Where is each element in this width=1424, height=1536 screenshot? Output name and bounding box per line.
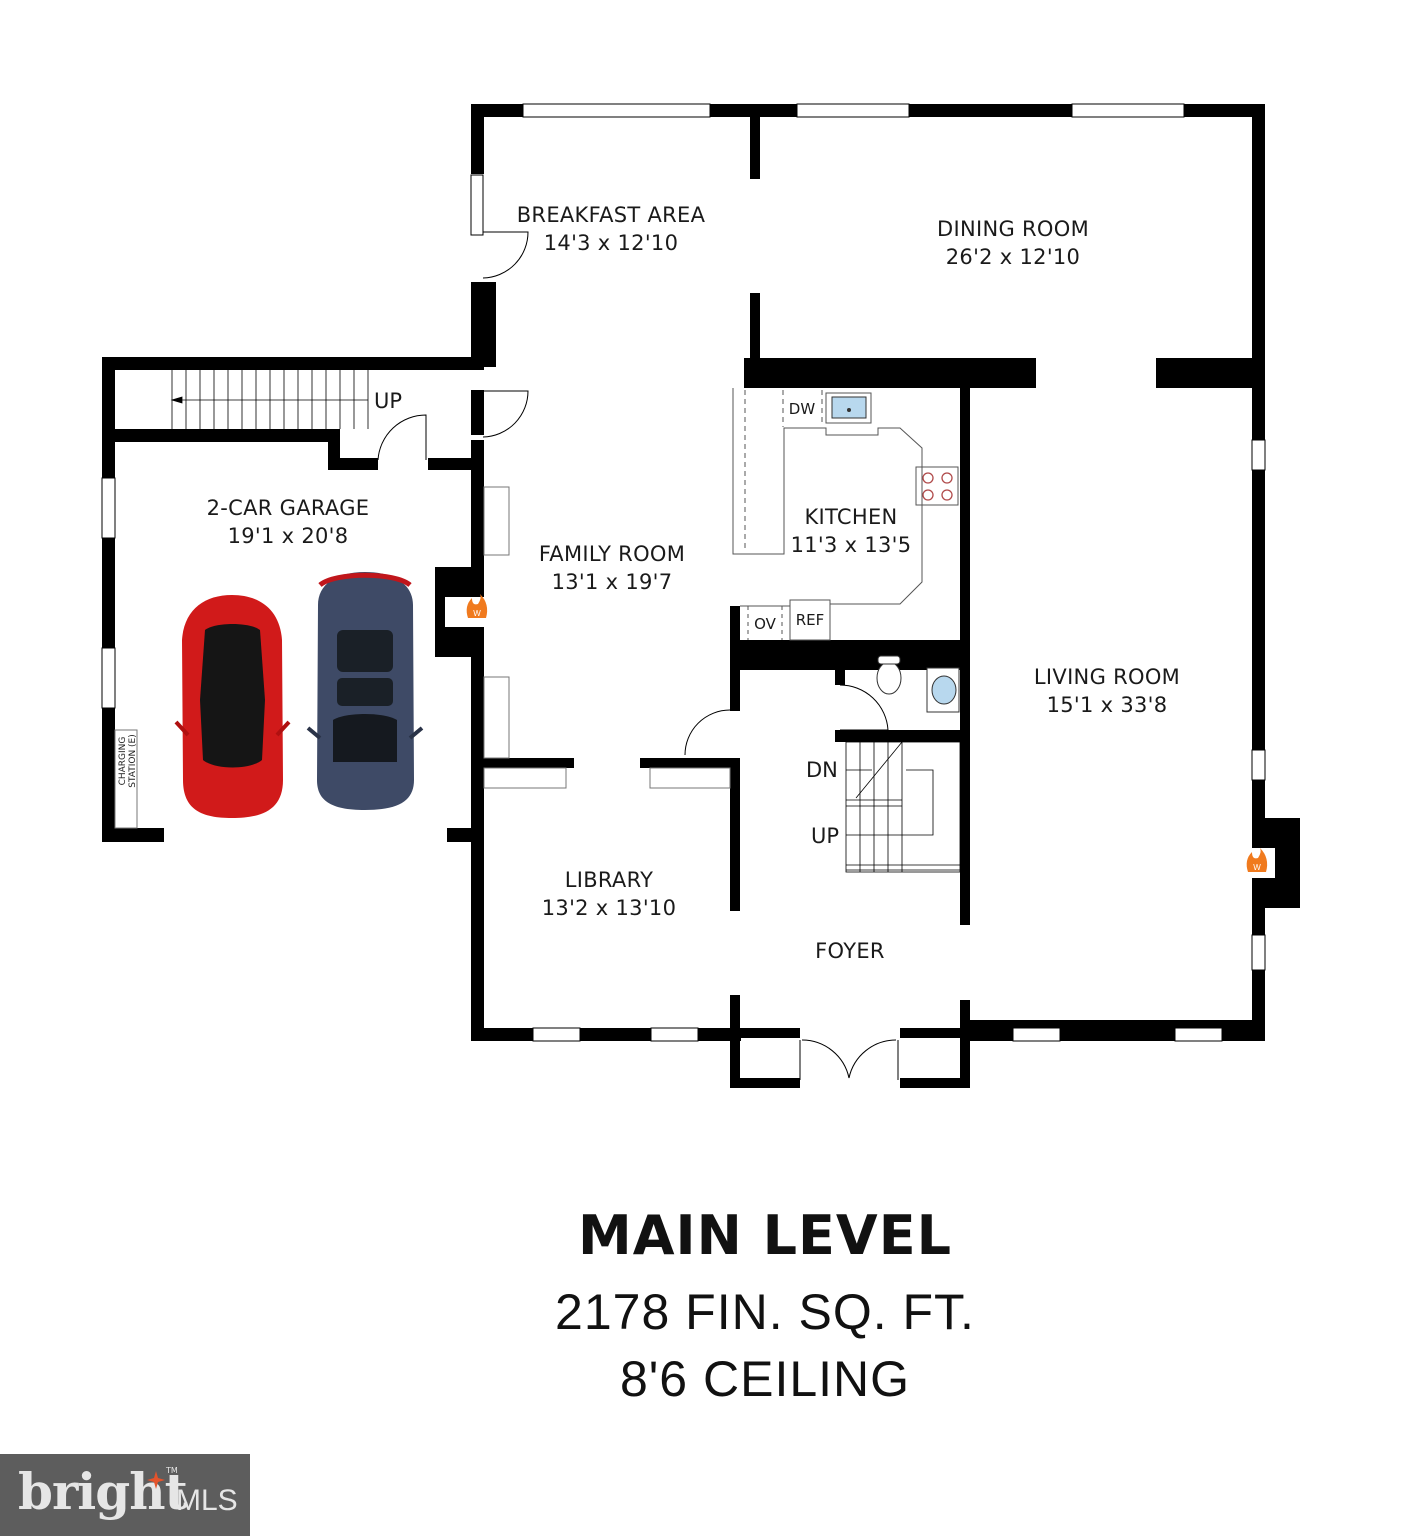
walls — [102, 104, 1300, 1088]
bright-mls-logo: bright TM MLS — [0, 1454, 250, 1536]
level-title: MAIN LEVEL — [578, 1204, 952, 1267]
ceiling-height: 8'6 CEILING — [619, 1351, 911, 1407]
logo-star-icon — [147, 1471, 165, 1489]
room-label-family-room: FAMILY ROOM 13'1 x 19'7 — [539, 540, 685, 596]
room-dims: 19'1 x 20'8 — [227, 524, 349, 548]
windows — [101, 103, 1266, 1042]
logo-trademark: TM — [166, 1466, 178, 1475]
stairs-down-label: DN — [806, 758, 838, 782]
room-label-living-room: LIVING ROOM 15'1 x 33'8 — [1034, 663, 1180, 719]
room-dims: 13'2 x 13'10 — [541, 896, 677, 920]
room-label-library: LIBRARY 13'2 x 13'10 — [542, 866, 676, 922]
room-name: FOYER — [815, 939, 885, 963]
room-dims: 26'2 x 12'10 — [945, 245, 1081, 269]
logo-wordmark: bright — [18, 1462, 188, 1521]
fireplace-icon: W — [1240, 848, 1275, 878]
room-name: LIVING ROOM — [1033, 665, 1181, 689]
room-dims: 15'1 x 33'8 — [1046, 693, 1168, 717]
charging-station-label: CHARGING STATION (E) — [118, 734, 138, 788]
kitchen-counters — [732, 388, 959, 641]
room-label-kitchen: KITCHEN 11'3 x 13'5 — [791, 503, 912, 559]
svg-text:W: W — [473, 609, 481, 618]
floor-plan: W W — [101, 103, 1300, 1088]
logo-mls-text: MLS — [176, 1484, 238, 1517]
room-name: BREAKFAST AREA — [516, 203, 706, 227]
dishwasher-label: DW — [788, 400, 816, 418]
fireplace-icon: W — [445, 594, 488, 627]
room-name: FAMILY ROOM — [538, 542, 686, 566]
main-stairs — [845, 741, 961, 873]
svg-text:W: W — [1253, 863, 1261, 872]
room-label-dining-room: DINING ROOM 26'2 x 12'10 — [937, 215, 1089, 271]
doors — [377, 231, 899, 1080]
stovetop-icon — [922, 472, 953, 501]
finished-area: 2178 FIN. SQ. FT. — [555, 1284, 975, 1340]
room-dims: 11'3 x 13'5 — [790, 533, 912, 557]
refrigerator-label: REF — [795, 611, 825, 629]
red-car-icon — [174, 595, 291, 818]
stairs-up-label: UP — [811, 824, 840, 848]
room-label-foyer: FOYER — [815, 937, 885, 965]
room-name: KITCHEN — [804, 505, 898, 529]
room-label-breakfast-area: BREAKFAST AREA 14'3 x 12'10 — [517, 201, 706, 257]
room-dims: 14'3 x 12'10 — [543, 231, 679, 255]
room-label-garage: 2-CAR GARAGE 19'1 x 20'8 — [207, 494, 370, 550]
room-name: LIBRARY — [564, 868, 654, 892]
garage-stairs — [170, 370, 369, 429]
powder-room-fixtures — [876, 655, 960, 713]
sink-icon — [831, 396, 867, 419]
garage-stairs-up-label: UP — [374, 389, 403, 413]
builtins — [114, 486, 731, 829]
room-name: 2-CAR GARAGE — [206, 496, 370, 520]
room-dims: 13'1 x 19'7 — [551, 570, 673, 594]
blue-car-icon — [306, 572, 424, 810]
oven-label: OV — [754, 615, 776, 633]
room-name: DINING ROOM — [937, 217, 1089, 241]
